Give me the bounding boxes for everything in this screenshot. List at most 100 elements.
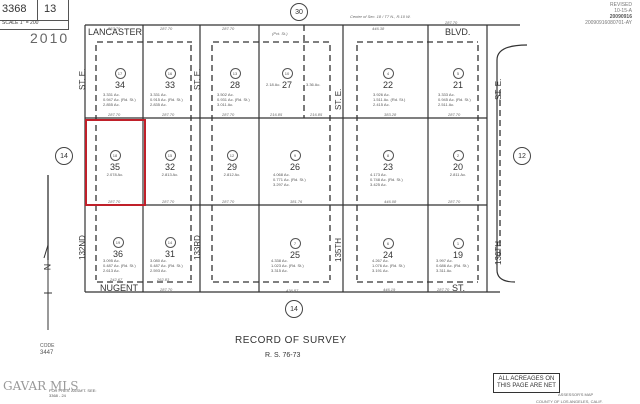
lot-27[interactable]: 10 27	[272, 68, 302, 90]
lot-32[interactable]: 15 32 2.813 Ac.	[150, 150, 190, 177]
gross-acreage: 4.338 Ac.	[271, 258, 288, 263]
lot-27-acreage: 2.18 Ac.	[266, 82, 281, 87]
parcel-number-circle: 6	[382, 238, 394, 249]
parcel-number-circle: 8	[382, 150, 394, 161]
parcel-number-circle: 10	[281, 68, 293, 79]
lot-35-acreage: 2.078 Ac.	[106, 172, 124, 177]
gross-acreage: 3.926 Ac.	[373, 92, 390, 97]
net-acreage: 2.593 Ac.	[150, 268, 167, 273]
road-acreage: 1.511 Ac. (Rd. St.)	[373, 97, 406, 102]
dim-row1-top-6: 287.70	[445, 20, 458, 25]
map-year: 2010	[30, 30, 70, 46]
gross-acreage: 3.333 Ac.	[438, 92, 455, 97]
parcel-number-circle: 17	[114, 68, 126, 79]
dim-row1-bottom-2: 287.70	[162, 112, 175, 117]
lot-29[interactable]: 12 29 2.812 Ac.	[212, 150, 252, 177]
gross-acreage: 3.997 Ac.	[436, 258, 453, 263]
street-label-st-e-right: ST. E.	[494, 78, 503, 100]
lot-26-acreage: 4.068 Ac. 0.771 Ac. (Rd. St.) 3.297 Ac.	[273, 172, 306, 187]
lot-25[interactable]: 7 25	[275, 238, 315, 260]
prev-assessment-note: FOR PREV. ASSM'T. SEE: 3368 - 24	[49, 388, 97, 398]
dim-row1-bottom-1: 287.70	[108, 112, 121, 117]
parcel-number-circle: 13	[229, 68, 241, 79]
map-book-number: 3368	[2, 3, 27, 15]
dim-bottom-4: 436.87	[286, 288, 299, 293]
road-acreage: 0.947 Ac. (Rd. St.)	[103, 97, 136, 102]
lot-23[interactable]: 8 23	[368, 150, 408, 172]
lot-19[interactable]: 1 19	[438, 238, 478, 260]
road-acreage: 1.076 Ac. (Rd. St.)	[372, 263, 405, 268]
net-acreage: 2.415 Ac.	[373, 102, 390, 107]
lot-33-acreage: 3.331 Ac. 0.915 Ac. (Rd. St.) 2.835 Ac.	[150, 92, 183, 107]
gross-acreage: 3.331 Ac.	[150, 92, 167, 97]
lot-28[interactable]: 13 28	[215, 68, 255, 90]
revised-id: 20090916	[609, 14, 632, 20]
lot-31-acreage: 3.080 Ac. 0.487 Ac. (Rd. St.) 2.593 Ac.	[150, 258, 183, 273]
street-label-blvd: BLVD.	[445, 27, 471, 37]
dim-row1-bottom-3: 287.70	[222, 112, 235, 117]
lot-24[interactable]: 6 24	[368, 238, 408, 260]
parcel-number-circle: 4	[382, 68, 394, 79]
section-marker-left: 14	[55, 147, 73, 165]
lot-number: 29	[226, 162, 237, 172]
net-acreage: 3.311 Ac.	[436, 268, 453, 273]
lot-20-acreage: 2.811 Ac.	[449, 172, 467, 177]
selected-parcel-highlight[interactable]	[85, 119, 146, 206]
dim-row2-bottom-5: 446.08	[384, 199, 397, 204]
lot-31[interactable]: 14 31	[150, 237, 190, 259]
section-marker-right: 12	[513, 147, 531, 165]
street-label-st-e-left: ST. E.	[78, 68, 87, 90]
code-block: CODE 3447	[40, 343, 54, 357]
map-book-box	[0, 0, 69, 21]
parcel-number-circle: 5	[452, 68, 464, 79]
street-label-st-e-mid-left: ST. E.	[193, 68, 202, 90]
section-center-note: Center of Sec. 18 / T7 N., R.10 W.	[350, 14, 411, 19]
lot-28-acreage: 3.502 Ac. 0.931 Ac. (Rd. St.) 3.011 Ac.	[217, 92, 250, 107]
parcel-number-circle: 18	[109, 150, 121, 161]
lot-number: 21	[452, 80, 463, 90]
net-acreage-note: ALL ACREAGES ON THIS PAGE ARE NET	[493, 373, 560, 393]
dim-row1-top-3: 287.70	[222, 26, 235, 31]
lot-number: 26	[289, 162, 300, 172]
lot-33[interactable]: 16 33	[150, 68, 190, 90]
assessor-map-label: ASSESSOR'S MAP	[558, 392, 594, 397]
lot-number: 23	[382, 162, 393, 172]
lot-27-note: 3.36 Ac.	[306, 82, 321, 87]
lot-24-acreage: 4.267 Ac. 1.076 Ac. (Rd. St.) 3.191 Ac.	[372, 258, 405, 273]
street-label-nugent: NUGENT	[100, 283, 138, 293]
scale-box	[0, 20, 69, 30]
lot-26[interactable]: 9 26	[275, 150, 315, 172]
lot-number: 19	[452, 250, 463, 260]
lot-34[interactable]: 17 34	[100, 68, 140, 90]
code-label: CODE	[40, 343, 55, 349]
lot-36[interactable]: 19 36	[98, 237, 138, 259]
gross-acreage: 4.068 Ac.	[273, 172, 290, 177]
street-label-136th: 136TH	[494, 240, 503, 265]
dim-row1-top-1: 287.70	[108, 26, 121, 31]
dim-row2-bottom-2: 287.70	[162, 199, 175, 204]
lot-25-acreage: 4.338 Ac. 1.023 Ac. (Rd. St.) 3.315 Ac.	[271, 258, 304, 273]
net-acreage: 3.191 Ac.	[372, 268, 389, 273]
gross-acreage: 3.095 Ac.	[103, 258, 120, 263]
lot-21[interactable]: 5 21	[438, 68, 478, 90]
street-label-133rd: 133RD	[193, 235, 202, 260]
dim-row1-bottom-6: 383.28	[384, 112, 397, 117]
parcel-number-circle: 9	[289, 150, 301, 161]
lot-22[interactable]: 4 22	[368, 68, 408, 90]
dim-bottom-1: 242.67	[110, 277, 123, 282]
parcel-number-circle: 16	[164, 68, 176, 79]
lot-32-acreage: 2.813 Ac.	[161, 172, 179, 177]
section-marker-bottom: 14	[285, 300, 303, 318]
dim-bottom-2: 262.83	[157, 277, 170, 282]
gross-acreage: 4.173 Ac.	[370, 172, 387, 177]
header-divider	[37, 0, 38, 20]
county-label: COUNTY OF LOS ANGELES, CALIF.	[536, 399, 603, 404]
lot-29-acreage: 2.812 Ac.	[223, 172, 241, 177]
record-of-survey-reference: R. S. 76-73	[265, 352, 301, 359]
note-line-2: THIS PAGE ARE NET	[497, 383, 556, 389]
lot-20[interactable]: 2 20 2.811 Ac.	[438, 150, 478, 177]
net-acreage: 3.425 Ac.	[370, 182, 387, 187]
lot-35[interactable]: 18 35 2.078 Ac.	[95, 150, 135, 177]
dim-row1-bottom-4: 216.85	[270, 112, 283, 117]
